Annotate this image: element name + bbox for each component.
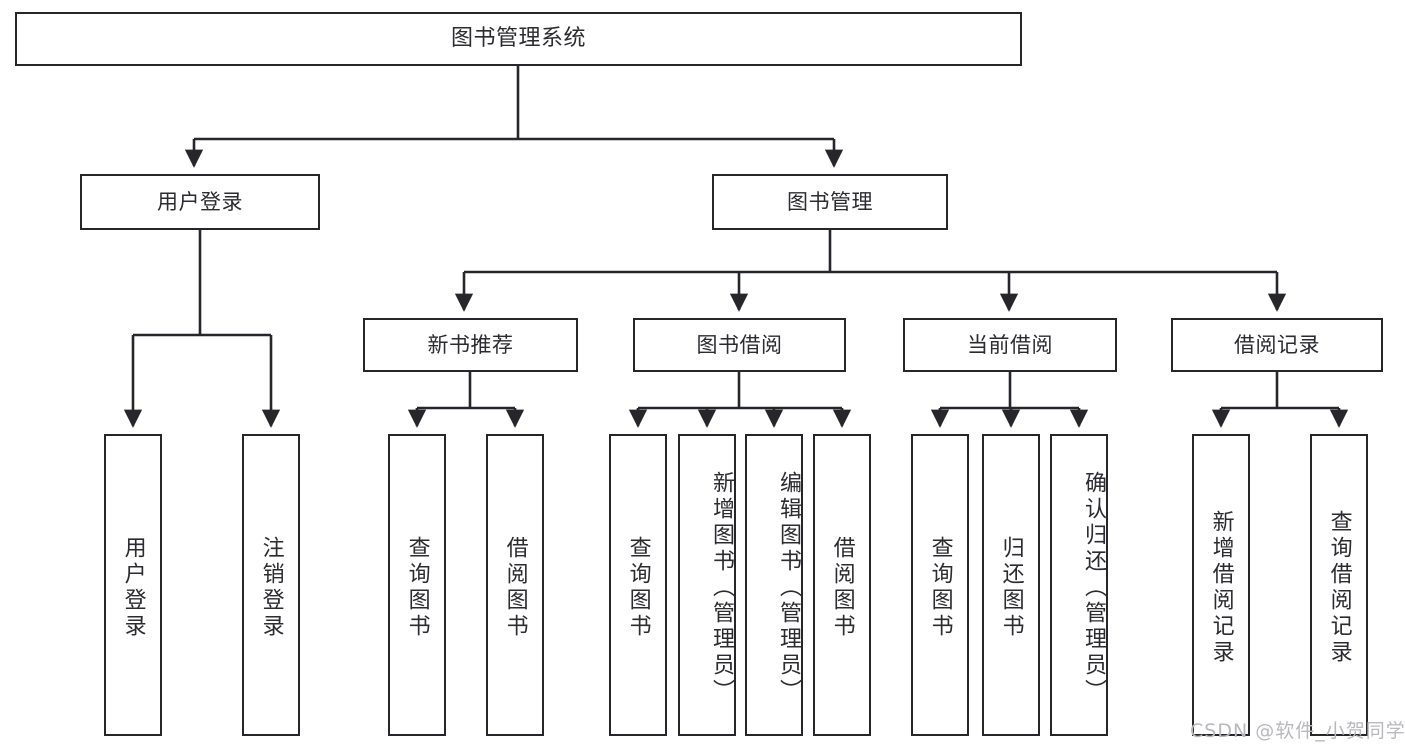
node-leaf-user-logout-label: 注销登录 — [258, 536, 284, 640]
node-leaf-user-login-label: 用户登录 — [120, 536, 146, 640]
node-leaf-query-record-label: 查询借阅记录 — [1326, 510, 1352, 666]
node-leaf-query-book-3-label: 查询图书 — [927, 536, 953, 640]
node-leaf-confirm-return[interactable]: 确认归还（管理员） — [1050, 434, 1108, 736]
node-leaf-query-book-3[interactable]: 查询图书 — [911, 434, 969, 736]
node-root-label: 图书管理系统 — [450, 26, 586, 52]
node-book-manage[interactable]: 图书管理 — [712, 174, 948, 230]
node-leaf-confirm-return-label: 确认归还（管理员） — [1081, 471, 1106, 705]
node-leaf-borrow-book-2-label: 借阅图书 — [829, 536, 855, 640]
node-new-book-recommend[interactable]: 新书推荐 — [363, 318, 578, 372]
node-leaf-add-book[interactable]: 新增图书（管理员） — [678, 434, 736, 736]
node-new-book-recommend-label: 新书推荐 — [427, 332, 514, 357]
node-user-login[interactable]: 用户登录 — [80, 174, 320, 230]
node-book-borrow-label: 图书借阅 — [696, 332, 783, 357]
node-leaf-return-book[interactable]: 归还图书 — [982, 434, 1040, 736]
node-borrow-record[interactable]: 借阅记录 — [1171, 318, 1383, 372]
node-leaf-borrow-book-1-label: 借阅图书 — [502, 536, 528, 640]
node-current-borrow-label: 当前借阅 — [967, 332, 1053, 357]
node-book-borrow[interactable]: 图书借阅 — [633, 318, 846, 372]
node-leaf-add-record-label: 新增借阅记录 — [1208, 510, 1234, 666]
node-leaf-borrow-book-1[interactable]: 借阅图书 — [486, 434, 544, 736]
node-current-borrow[interactable]: 当前借阅 — [903, 318, 1117, 372]
node-root[interactable]: 图书管理系统 — [15, 12, 1022, 66]
node-borrow-record-label: 借阅记录 — [1234, 332, 1320, 357]
node-leaf-edit-book[interactable]: 编辑图书（管理员） — [745, 434, 803, 736]
node-leaf-add-book-label: 新增图书（管理员） — [709, 471, 734, 705]
node-leaf-query-record[interactable]: 查询借阅记录 — [1310, 434, 1368, 736]
node-leaf-borrow-book-2[interactable]: 借阅图书 — [813, 434, 871, 736]
node-leaf-user-logout[interactable]: 注销登录 — [242, 434, 300, 736]
node-leaf-edit-book-label: 编辑图书（管理员） — [776, 471, 801, 705]
watermark-text: CSDN @软件_小贺同学 — [1190, 720, 1405, 742]
node-user-login-label: 用户登录 — [157, 189, 243, 214]
node-leaf-query-book-2[interactable]: 查询图书 — [609, 434, 667, 736]
node-leaf-query-book-1[interactable]: 查询图书 — [388, 434, 446, 736]
node-leaf-query-book-1-label: 查询图书 — [404, 536, 430, 640]
node-leaf-query-book-2-label: 查询图书 — [625, 536, 651, 640]
node-leaf-add-record[interactable]: 新增借阅记录 — [1192, 434, 1250, 736]
node-leaf-return-book-label: 归还图书 — [998, 536, 1024, 640]
node-book-manage-label: 图书管理 — [787, 189, 873, 214]
node-leaf-user-login[interactable]: 用户登录 — [104, 434, 162, 736]
